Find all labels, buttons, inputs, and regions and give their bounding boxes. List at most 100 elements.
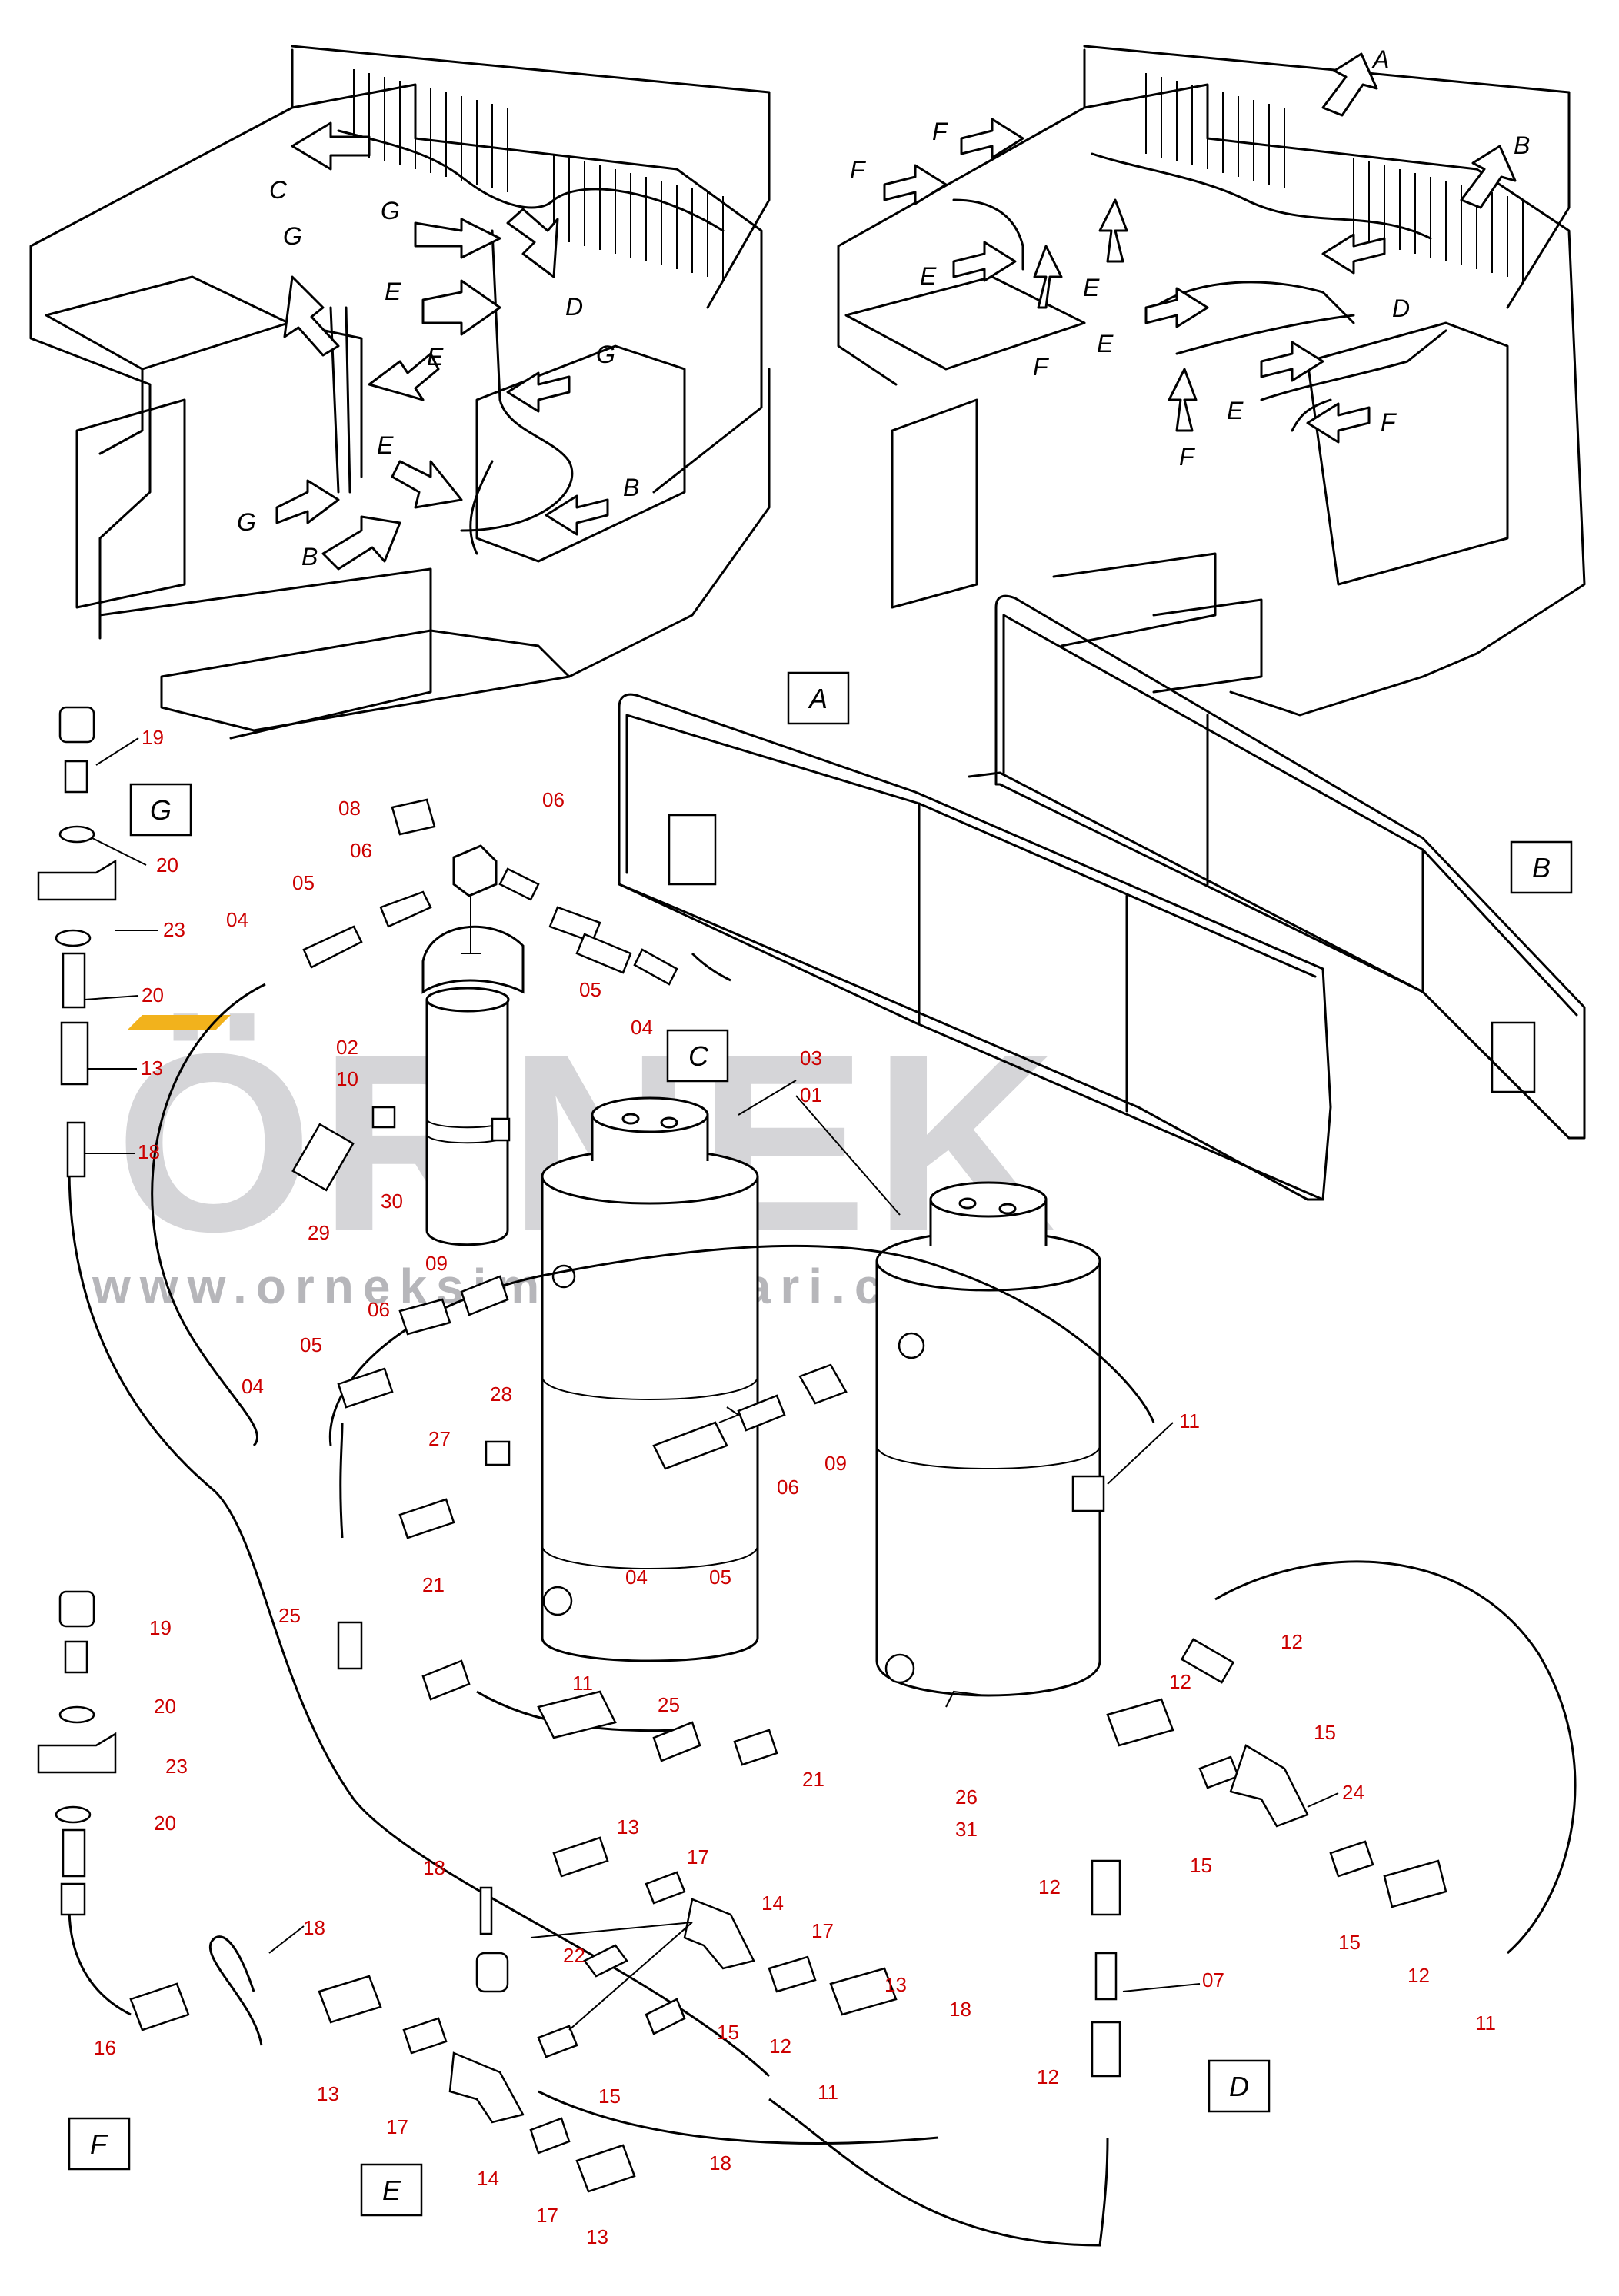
part-number: 13 xyxy=(141,1056,163,1080)
part-number: 12 xyxy=(1407,1964,1430,1987)
part-number: 16 xyxy=(94,2036,116,2059)
part-number: 15 xyxy=(717,2021,739,2044)
callout-G: G xyxy=(237,508,256,536)
svg-text:G: G xyxy=(150,794,172,826)
part-number: 07 xyxy=(1202,1968,1224,1992)
callout-E: E xyxy=(427,343,444,371)
part-number: 15 xyxy=(1314,1721,1336,1744)
part-number: 05 xyxy=(709,1566,731,1589)
arrow-icon xyxy=(1033,245,1063,309)
handrail-panel-b xyxy=(968,594,1586,1140)
part-number: 19 xyxy=(142,726,164,749)
part-number: 04 xyxy=(226,908,248,931)
part-number: 05 xyxy=(300,1333,322,1356)
callout-E: E xyxy=(1097,330,1114,358)
callout-E: E xyxy=(920,262,937,290)
part-number: 15 xyxy=(1338,1931,1361,1954)
arrow-icon xyxy=(883,164,948,205)
svg-text:E: E xyxy=(382,2175,401,2206)
arrow-icon xyxy=(391,460,463,509)
callout-B: B xyxy=(301,543,318,571)
part-number: 27 xyxy=(428,1427,451,1450)
view-label-G: G xyxy=(129,783,192,837)
part-number: 11 xyxy=(1475,2011,1496,2035)
view-label-D: D xyxy=(1208,2059,1271,2113)
part-number: 21 xyxy=(422,1573,445,1596)
arrow-icon xyxy=(1321,52,1378,117)
part-number: 04 xyxy=(242,1375,264,1398)
svg-text:C: C xyxy=(688,1040,709,1072)
part-number: 06 xyxy=(777,1476,799,1499)
part-number: 11 xyxy=(818,2081,838,2104)
arrow-icon xyxy=(1168,368,1198,432)
part-number: 06 xyxy=(350,839,372,862)
leader-lines xyxy=(84,737,1339,2031)
arrow-icon xyxy=(1144,287,1209,328)
arrow-icon xyxy=(283,275,340,357)
part-number: 29 xyxy=(308,1221,330,1244)
part-number: 20 xyxy=(156,854,178,877)
arrow-icon xyxy=(960,118,1024,159)
part-number: 10 xyxy=(336,1067,358,1090)
callout-G: G xyxy=(596,341,615,368)
callout-D: D xyxy=(1392,294,1410,322)
callout-C: C xyxy=(269,176,288,204)
arrow-icon xyxy=(291,121,371,171)
part-number: 17 xyxy=(536,2204,558,2227)
view-label-A: A xyxy=(787,671,850,725)
part-number: 06 xyxy=(542,788,565,811)
air-tank-left xyxy=(541,1096,759,1662)
part-number: 30 xyxy=(381,1190,403,1213)
part-number: 12 xyxy=(1038,1875,1061,1898)
view-label-F: F xyxy=(68,2117,131,2171)
part-number: 14 xyxy=(761,1892,784,1915)
part-number: 18 xyxy=(138,1140,160,1163)
part-number: 11 xyxy=(572,1672,593,1695)
part-number: 08 xyxy=(338,797,361,820)
callout-D: D xyxy=(565,293,583,321)
callout-F: F xyxy=(932,118,949,145)
part-number: 23 xyxy=(163,918,185,941)
callout-B: B xyxy=(623,474,639,501)
svg-text:F: F xyxy=(90,2128,108,2160)
view-label-E: E xyxy=(360,2163,423,2217)
part-number: 21 xyxy=(802,1768,824,1791)
part-number: 02 xyxy=(336,1036,358,1059)
part-number: 12 xyxy=(1037,2065,1059,2088)
callout-G: G xyxy=(381,197,400,225)
part-number: 12 xyxy=(1169,1670,1191,1693)
part-number: 17 xyxy=(811,1919,834,1942)
part-number: 05 xyxy=(292,871,315,894)
view-labels: A B C G D E F xyxy=(68,671,1573,2217)
arrow-icon xyxy=(275,479,340,524)
part-number: 26 xyxy=(955,1785,978,1809)
part-number: 09 xyxy=(425,1252,448,1275)
arrow-icon xyxy=(368,352,440,401)
part-number-labels: 19 20 23 20 13 18 08 06 06 05 04 05 04 0… xyxy=(94,726,1496,2248)
part-number: 24 xyxy=(1342,1781,1364,1804)
part-number: 17 xyxy=(386,2115,408,2138)
part-number: 15 xyxy=(1190,1854,1212,1877)
arrow-icon xyxy=(545,494,609,536)
part-number: 04 xyxy=(625,1566,648,1589)
arrow-icon xyxy=(1260,341,1324,382)
part-number: 03 xyxy=(800,1047,822,1070)
part-number: 12 xyxy=(769,2035,791,2058)
callout-E: E xyxy=(1227,397,1244,424)
arrows-left-view xyxy=(275,121,609,571)
part-number: 01 xyxy=(800,1083,822,1106)
part-number: 20 xyxy=(142,983,164,1007)
part-number: 18 xyxy=(709,2151,731,2175)
part-number: 19 xyxy=(149,1616,172,1639)
part-number: 22 xyxy=(563,1944,585,1967)
callout-E: E xyxy=(385,278,401,305)
part-number: 12 xyxy=(1281,1630,1303,1653)
part-number: 13 xyxy=(317,2082,339,2105)
callout-E: E xyxy=(1083,274,1100,301)
part-number: 15 xyxy=(598,2085,621,2108)
part-number: 18 xyxy=(303,1916,325,1939)
callout-F: F xyxy=(1033,353,1050,381)
part-number: 06 xyxy=(368,1298,390,1321)
arrow-icon xyxy=(321,515,401,571)
